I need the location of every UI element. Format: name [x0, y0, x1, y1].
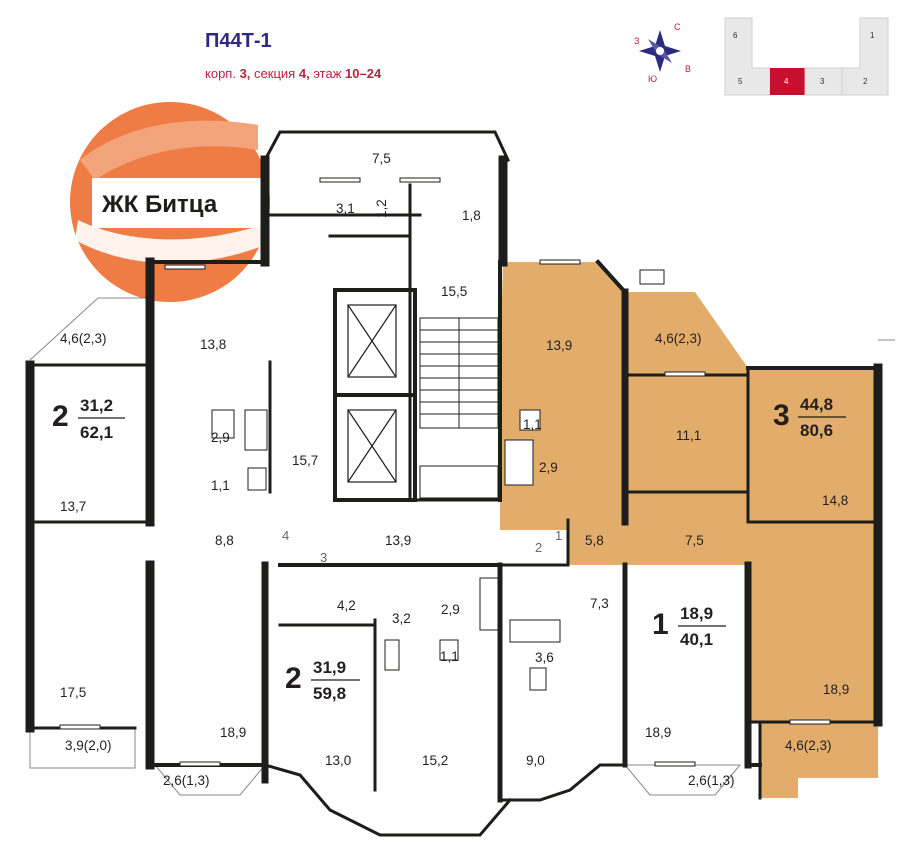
room-area: 18,9 [823, 682, 849, 697]
room-area: 15,7 [292, 453, 318, 468]
room-area: 18,9 [220, 725, 246, 740]
compass-e: В [685, 64, 691, 74]
plumbing [211, 409, 561, 691]
room-area: 18,9 [645, 725, 671, 740]
room-area: 1,8 [462, 208, 481, 223]
room-area: 9,0 [526, 753, 545, 768]
entrance-3: 3 [320, 550, 327, 565]
room-area: 2,9 [441, 602, 460, 617]
room-area: 4,6(2,3) [785, 738, 832, 753]
apt-living: 44,8 [800, 395, 833, 414]
sub-prefix: корп. [205, 66, 236, 81]
compass-icon: С В Ю З [634, 22, 691, 84]
compass-w: З [634, 36, 639, 46]
room-area: 1,1 [523, 417, 542, 432]
room-area: 4,6(2,3) [60, 331, 107, 346]
logo: ЖК Битца [70, 102, 270, 302]
room-area: 3,6 [535, 650, 554, 665]
apt-living: 18,9 [680, 604, 713, 623]
room-area: 1,1 [440, 649, 459, 664]
apartment-3[interactable]: 3 44,8 80,6 [773, 395, 846, 440]
section-word: секция [254, 66, 296, 81]
apt-total: 62,1 [80, 423, 113, 442]
plan-title: П44Т-1 [205, 30, 272, 52]
room-area: 5,8 [585, 533, 604, 548]
room-area: 2,6(1,3) [688, 773, 735, 788]
apartment-2b[interactable]: 2 31,9 59,8 [285, 658, 360, 703]
apt-total: 40,1 [680, 630, 713, 649]
room-area: 13,7 [60, 499, 86, 514]
room-area: 4,6(2,3) [655, 331, 702, 346]
key-section-3: 3 [820, 77, 825, 86]
apt-living: 31,9 [313, 658, 346, 677]
apt-rooms: 2 [52, 400, 69, 433]
apartment-2a[interactable]: 2 31,2 62,1 [52, 396, 125, 442]
floor-range: 10–24 [345, 66, 382, 81]
room-area: 7,3 [590, 596, 609, 611]
room-area: 13,9 [546, 338, 572, 353]
room-area: 13,9 [385, 533, 411, 548]
compass-s: Ю [648, 74, 657, 84]
building-number: 3, [239, 66, 251, 81]
floor-word: этаж [313, 66, 342, 81]
room-area: 7,5 [685, 533, 704, 548]
entrance-2: 2 [535, 540, 542, 555]
apt-rooms: 2 [285, 662, 302, 695]
room-area: 2,9 [211, 430, 230, 445]
logo-text: ЖК Битца [101, 191, 218, 218]
room-area: 7,5 [372, 151, 391, 166]
room-area: 11,1 [676, 428, 701, 443]
room-area: 2,6(1,3) [163, 773, 210, 788]
apt-rooms: 3 [773, 399, 790, 432]
windows [59, 177, 831, 767]
entrance-1: 1 [555, 528, 562, 543]
room-area: 17,5 [60, 685, 86, 700]
room-area: 14,8 [822, 493, 848, 508]
compass-n: С [674, 22, 681, 32]
apt-total: 59,8 [313, 684, 346, 703]
key-section-2: 2 [863, 77, 868, 86]
section-number: 4, [298, 66, 310, 81]
room-area: 15,2 [422, 753, 448, 768]
room-area: 13,0 [325, 753, 351, 768]
room-area: 1,2 [374, 199, 389, 218]
room-area: 3,1 [336, 201, 355, 216]
entrance-numbers: 1 2 3 4 [282, 528, 562, 565]
apt-rooms: 1 [652, 608, 669, 641]
room-area: 13,8 [200, 337, 226, 352]
room-area: 1,1 [211, 478, 230, 493]
entrance-4: 4 [282, 528, 289, 543]
room-areas: 7,5 3,1 1,2 1,8 15,5 13,8 4,6(2,3) 13,9 … [60, 151, 849, 788]
room-area: 4,2 [337, 598, 356, 613]
room-area: 2,9 [539, 460, 558, 475]
key-section-5: 5 [738, 77, 743, 86]
room-area: 15,5 [441, 284, 467, 299]
walls [25, 130, 883, 837]
key-section-1: 1 [870, 31, 875, 40]
elevators [347, 304, 397, 483]
room-area: 3,2 [392, 611, 411, 626]
room-area: 3,9(2,0) [65, 738, 112, 753]
key-section-4: 4 [784, 77, 789, 86]
key-section-6: 6 [733, 31, 738, 40]
apartment-1[interactable]: 1 18,9 40,1 [652, 604, 726, 649]
room-area: 8,8 [215, 533, 234, 548]
apt-total: 80,6 [800, 421, 833, 440]
stair-icon [419, 317, 499, 499]
key-plan: 6 1 5 4 3 2 [724, 17, 889, 96]
highlight-apartments [500, 262, 878, 798]
apt-living: 31,2 [80, 396, 113, 415]
plan-subtitle: корп. 3, секция 4, этаж 10–24 [205, 66, 381, 81]
